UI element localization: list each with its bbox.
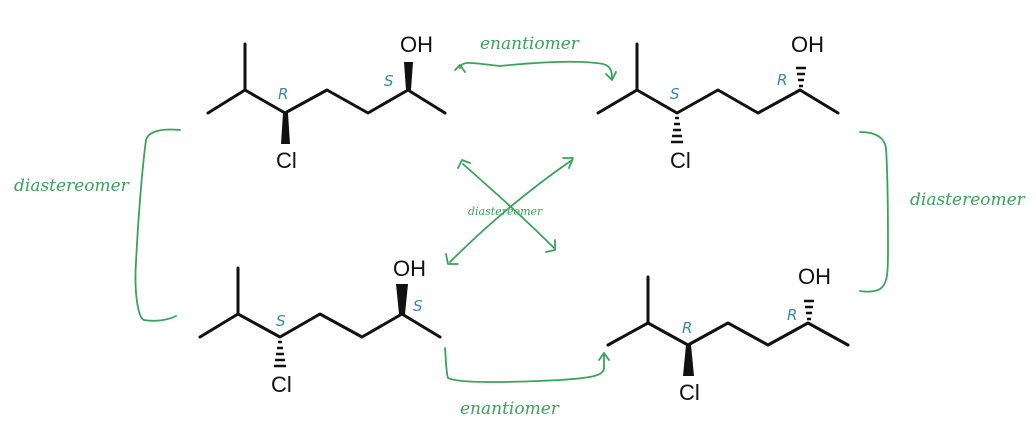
bracket-arrow	[444, 347, 605, 383]
stereo-label-c5: R	[278, 85, 288, 103]
carbon-skeleton	[606, 321, 850, 347]
bracket	[134, 128, 181, 322]
cl-label: Cl	[679, 380, 700, 405]
carbon-skeleton	[206, 88, 447, 115]
cl-label: Cl	[276, 148, 297, 173]
carbon-skeleton	[596, 88, 840, 115]
diagonal-arrow-1	[462, 163, 555, 249]
stereo-label-c2: S	[384, 72, 394, 90]
molecule-top-right: OH Cl S R	[596, 32, 840, 173]
relation-top-enantiomer: enantiomer	[454, 34, 617, 81]
stereo-label-c2: R	[787, 306, 797, 324]
stereo-label-c5: S	[276, 312, 286, 330]
bracket-arrow	[459, 60, 613, 79]
hash-bond-oh	[804, 299, 814, 321]
stereo-label-c2: R	[777, 71, 787, 89]
wedge-bond-oh	[396, 284, 408, 314]
oh-label: OH	[400, 32, 433, 57]
hash-bond-cl	[274, 340, 286, 368]
stereo-label-c5: S	[670, 85, 680, 103]
relation-center-diastereomer: diastereomer	[445, 157, 574, 265]
stereo-label-c2: S	[413, 297, 423, 315]
molecule-top-left: OH Cl R S	[206, 32, 447, 173]
relation-right-diastereomer: diastereomer	[859, 131, 1026, 293]
wedge-bond-oh	[404, 62, 413, 90]
stereo-label-c5: R	[682, 319, 692, 337]
oh-label: OH	[791, 32, 824, 57]
relation-bottom-enantiomer: enantiomer	[444, 347, 610, 419]
cl-label: Cl	[271, 372, 292, 397]
wedge-bond-cl	[683, 345, 694, 376]
hash-bond-oh	[796, 66, 806, 88]
wedge-bond-cl	[281, 113, 290, 144]
carbon-skeleton	[198, 312, 442, 339]
relation-label: diastereomer	[910, 190, 1026, 210]
relation-left-diastereomer: diastereomer	[14, 128, 181, 322]
molecule-bottom-right: OH Cl R R	[606, 264, 850, 405]
oh-label: OH	[393, 256, 426, 281]
relation-label: enantiomer	[480, 34, 580, 54]
relation-label: diastereomer	[468, 205, 543, 218]
cl-label: Cl	[670, 148, 691, 173]
oh-label: OH	[798, 264, 831, 289]
relation-label: enantiomer	[460, 399, 560, 419]
bracket	[859, 131, 889, 293]
diagonal-arrow-2	[449, 159, 573, 263]
hash-bond-cl	[671, 116, 683, 144]
molecule-bottom-left: OH Cl S S	[198, 256, 442, 397]
relation-label: diastereomer	[14, 176, 130, 196]
